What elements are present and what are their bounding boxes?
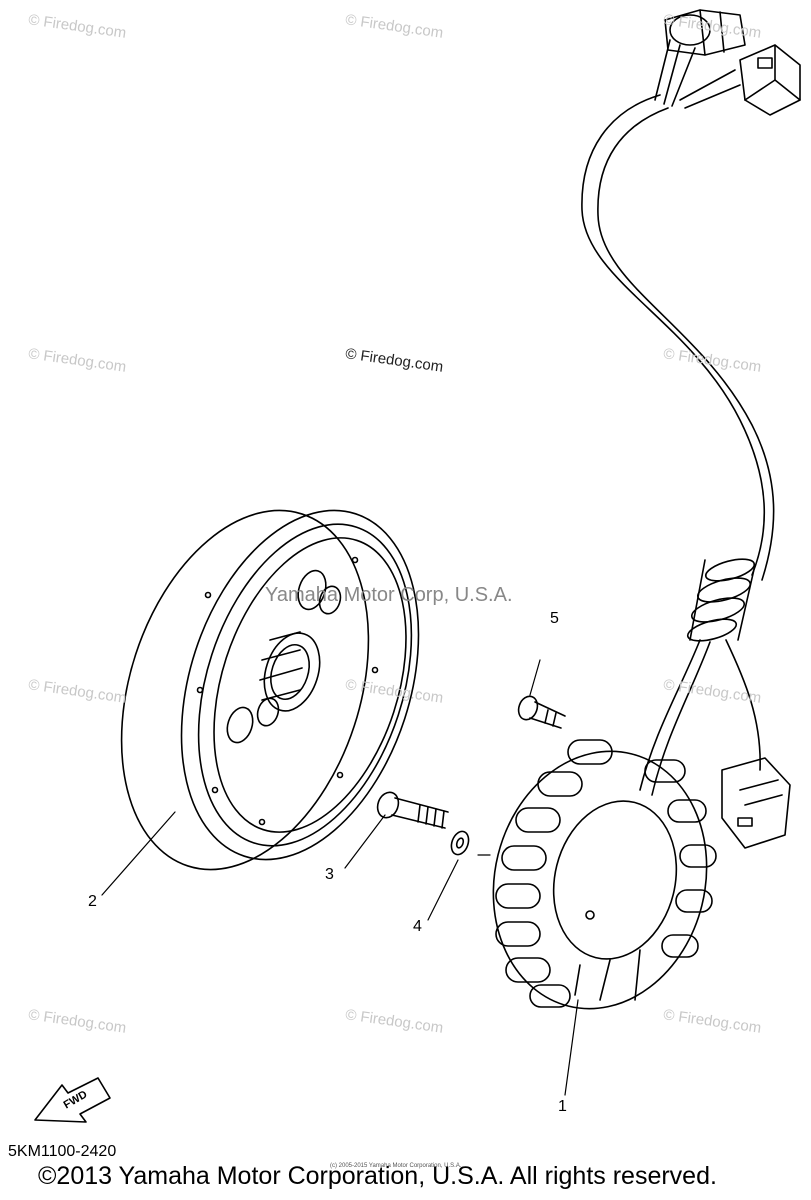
copyright: ©2013 Yamaha Motor Corporation, U.S.A. A… [38, 1162, 717, 1190]
washer-4 [450, 830, 470, 856]
grommet [686, 558, 756, 642]
callout-5: 5 [550, 610, 559, 627]
callout-3: 3 [325, 866, 334, 883]
pickup-coil [721, 757, 791, 849]
callout-1: 1 [558, 1098, 567, 1115]
leader-lines [101, 659, 579, 1096]
flywheel-rotor [120, 509, 420, 871]
callout-4: 4 [413, 918, 422, 935]
copyright-small: (c) 2005-2015 Yamaha Motor Corporation, … [330, 1163, 462, 1169]
bolt-3 [376, 791, 449, 829]
round-connector [664, 9, 746, 56]
fwd-arrow-icon [34, 1077, 111, 1123]
screw-5 [517, 695, 566, 729]
part-code: 5KM1100-2420 [8, 1143, 117, 1160]
stator-coil [492, 739, 717, 1010]
watermark-center: Yamaha Motor Corp, U.S.A. [265, 584, 513, 606]
callout-2: 2 [88, 893, 97, 910]
square-connector [739, 44, 801, 116]
wire-harness [581, 39, 775, 796]
